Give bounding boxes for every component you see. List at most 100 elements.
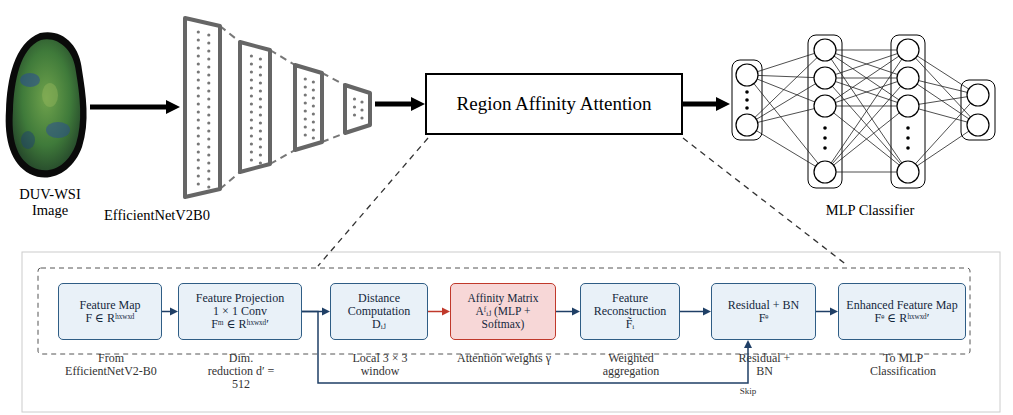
weight-line (825, 50, 908, 172)
neuron-dot (259, 65, 262, 68)
neuron-dot (197, 30, 200, 33)
neuron-dot (207, 161, 210, 164)
neuron-dot (312, 80, 315, 83)
neuron-dot (259, 73, 262, 76)
neuron-dot (312, 120, 315, 123)
arrow-head (744, 340, 752, 348)
neuron-dot (250, 62, 253, 65)
weight-line (825, 106, 908, 107)
weight-line (747, 75, 825, 78)
ellipsis-dot (823, 146, 827, 150)
box-title: Feature Projection (196, 292, 284, 305)
neuron (814, 95, 836, 117)
neuron-dot (207, 169, 210, 172)
weight-line (825, 50, 908, 78)
node-label: MLP Classifier (800, 202, 940, 218)
ellipsis-dot (906, 126, 910, 130)
connector-line (162, 311, 172, 313)
process-box: Dim. reduction d′ = 512Feature Projectio… (178, 283, 302, 340)
ellipsis-dot (823, 136, 827, 140)
caption-text: Attention weights γ (454, 352, 554, 365)
neuron-dot (353, 97, 356, 100)
neuron-dot (312, 136, 315, 139)
outer-frame (22, 252, 1000, 412)
arrow-head (442, 308, 450, 316)
neuron-dot (259, 129, 262, 132)
neuron-dot (304, 117, 307, 120)
ellipsis-dot (745, 106, 749, 110)
connector-dash (220, 172, 240, 189)
neuron-dot (197, 102, 200, 105)
connector-line (556, 311, 574, 313)
weight-line (825, 172, 908, 173)
box-title: Enhanced Feature Map (846, 299, 957, 312)
box-formula: 1 × 1 Conv (213, 305, 267, 318)
connector (816, 308, 838, 316)
neuron-dot (197, 126, 200, 129)
neuron-dot (360, 108, 363, 111)
neuron-dot (353, 105, 356, 108)
box-content: Enhanced Feature MapFᵉ ∈ Rʰˣʷˣᵈ′ (839, 284, 965, 339)
neuron-dot (353, 113, 356, 116)
classifier-network: MLP Classifier (730, 32, 1000, 192)
neuron-dot (259, 121, 262, 124)
box-content: Distance ComputationDᵢⱼ (331, 284, 427, 339)
box-content: Region Affinity Attention (427, 75, 681, 133)
node-label: DUV-WSI Image (0, 186, 100, 218)
neuron (897, 39, 919, 61)
connector-dash (322, 133, 345, 142)
neuron-dot (250, 102, 253, 105)
neuron-dot (250, 118, 253, 121)
weight-line (825, 50, 908, 51)
neuron-dot (197, 118, 200, 121)
neuron-dot (207, 65, 210, 68)
weight-line (825, 78, 908, 172)
layer-panel (240, 42, 270, 172)
neuron-dot (197, 86, 200, 89)
process-box: Region Affinity Attention (425, 73, 683, 135)
neuron (814, 161, 836, 183)
neuron-dot (197, 62, 200, 65)
weight-line (825, 50, 908, 172)
neuron-dot (259, 161, 262, 164)
neuron-dot (250, 134, 253, 137)
neuron-dot (197, 134, 200, 137)
box-title: Residual + BN (728, 299, 799, 312)
connector (556, 308, 580, 316)
cnn-layers (185, 18, 370, 197)
box-title: Distance Computation (335, 292, 423, 318)
connector (90, 100, 180, 114)
neuron (897, 161, 919, 183)
neuron-dot (207, 41, 210, 44)
layer-panel (295, 65, 322, 150)
neuron-dot (259, 113, 262, 116)
neuron-dot (304, 125, 307, 128)
neuron-dot (360, 116, 363, 119)
box-content: Residual + BNFᵉ (712, 284, 815, 339)
layer-box (732, 60, 762, 140)
neuron-dot (250, 70, 253, 73)
neuron-dot (312, 112, 315, 115)
arrow-head (170, 308, 178, 316)
input-image: DUV-WSI Image (5, 32, 90, 182)
weight-line (747, 50, 825, 75)
process-box: Weighted aggregationFeature Reconstructi… (580, 283, 680, 340)
neuron-dot (250, 150, 253, 153)
neuron-dot (207, 121, 210, 124)
neuron-dot (207, 49, 210, 52)
neuron-dot (250, 142, 253, 145)
neuron-dot (250, 94, 253, 97)
neuron (736, 114, 758, 136)
neuron-dot (360, 100, 363, 103)
neuron-dot (304, 93, 307, 96)
box-title: Affinity Matrix (467, 292, 538, 305)
weight-line (747, 125, 825, 172)
neuron-dot (312, 96, 315, 99)
neuron-dot (197, 142, 200, 145)
arrow-head (411, 97, 425, 111)
neuron-dot (259, 81, 262, 84)
connector (162, 308, 178, 316)
neuron-dot (207, 153, 210, 156)
ellipsis-dot (823, 126, 827, 130)
